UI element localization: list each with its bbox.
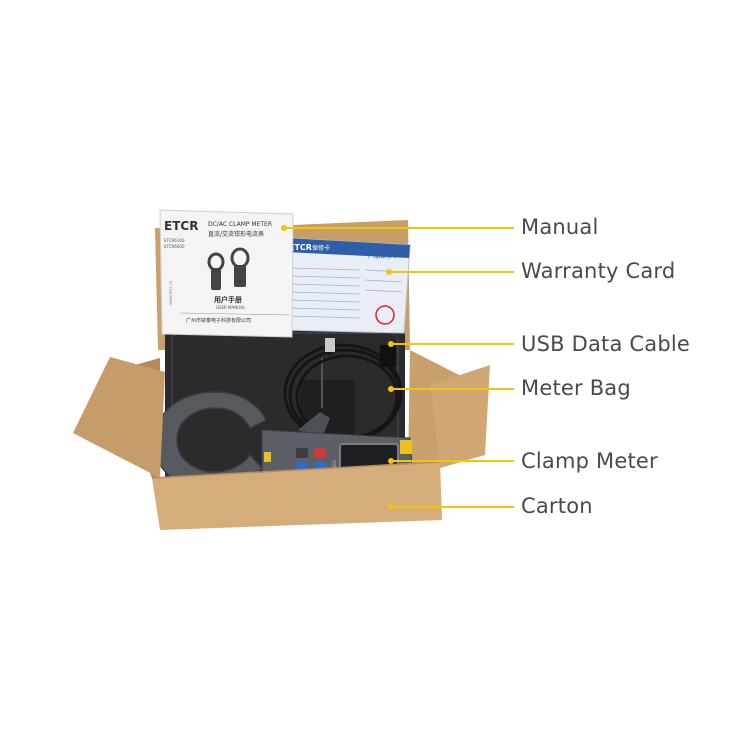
carton-left-flap [73, 357, 165, 478]
callout-line-warranty-card [388, 271, 514, 273]
callout-line-carton [390, 506, 514, 508]
warranty-header: 保修卡 [312, 244, 330, 252]
callout-dot-clamp-meter [388, 458, 394, 464]
warranty-title: 产品保修卡 [368, 252, 398, 260]
callout-line-clamp-meter [390, 460, 514, 462]
callout-dot-usb-cable [388, 341, 394, 347]
label-usb-data-cable: USB Data Cable [521, 332, 691, 356]
warranty-card: ETCR 保修卡 产品保修卡 [283, 237, 411, 334]
label-manual: Manual [521, 215, 599, 239]
callout-dot-carton [388, 504, 394, 510]
manual-brand: ETCR [164, 219, 198, 233]
callout-dot-manual [281, 225, 287, 231]
callout-line-usb-cable [390, 343, 514, 345]
manual-user-manual-en: USER MANUAL [216, 305, 246, 310]
manual-booklet: ETCR DC/AC CLAMP METER 直流/交流钳形电流表 ETCR61… [159, 209, 294, 338]
manual-model-1: ETCR6100 [164, 238, 185, 243]
label-clamp-meter: Clamp Meter [521, 449, 658, 473]
manual-title-cn: 直流/交流钳形电流表 [208, 230, 264, 238]
callout-dot-warranty-card [386, 269, 392, 275]
meter-button-red [314, 448, 326, 458]
meter-button-gray [296, 448, 308, 458]
manual-model-2: ETCR6600 [164, 244, 185, 249]
warranty-brand: ETCR [289, 243, 312, 252]
manual-title-en: DC/AC CLAMP METER [208, 221, 272, 228]
meter-model: 6600 [332, 459, 337, 470]
label-carton: Carton [521, 494, 593, 518]
manual-user-manual-cn: 用户手册 [214, 295, 242, 304]
label-warranty-card: Warranty Card [521, 259, 676, 283]
callout-line-manual [283, 227, 514, 229]
carton-front-panel [152, 462, 442, 530]
label-meter-bag: Meter Bag [521, 376, 631, 400]
callout-dot-meter-bag [388, 386, 394, 392]
callout-line-meter-bag [390, 388, 514, 390]
carton-right-outer-flap [430, 365, 490, 468]
manual-website: www.etcr.cn [168, 280, 173, 305]
manual-company: 广州市铱泰电子科技有限公司 [186, 317, 251, 324]
